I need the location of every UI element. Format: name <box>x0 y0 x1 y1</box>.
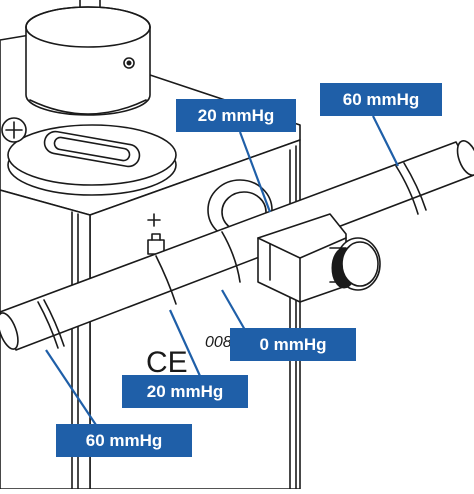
leader-center-0 <box>221 289 246 331</box>
sensor-cap <box>25 0 151 116</box>
label-center-0-mmhg: 0 mmHg <box>230 328 356 361</box>
round-lid <box>1 117 177 196</box>
leader-top-20 <box>238 131 272 213</box>
label-lower-20-mmhg: 20 mmHg <box>122 375 248 408</box>
rod-clamp <box>257 213 381 303</box>
leader-lines <box>45 115 399 426</box>
leader-top-60 <box>372 115 399 167</box>
leader-lower-60 <box>45 349 97 426</box>
leader-lower-20 <box>168 309 202 377</box>
label-top-60-mmhg: 60 mmHg <box>320 83 442 116</box>
calibration-rod <box>0 140 474 351</box>
label-lower-60-mmhg: 60 mmHg <box>56 424 192 457</box>
housing-symbols: CE <box>146 213 188 379</box>
marking-text: 008 <box>205 334 232 351</box>
ce-mark: CE <box>146 346 188 379</box>
label-top-20-mmhg: 20 mmHg <box>176 99 296 132</box>
